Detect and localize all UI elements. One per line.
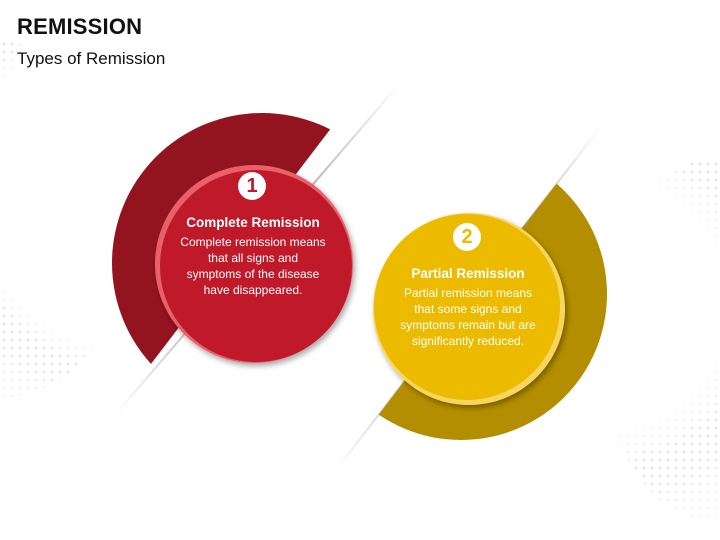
item-description: Partial remission means that some signs … (400, 286, 536, 348)
number-badge-2: 2 (453, 223, 481, 251)
item-card-1: Complete Remission Complete remission me… (172, 215, 334, 298)
item-card-2: Partial Remission Partial remission mean… (387, 266, 549, 349)
item-description: Complete remission means that all signs … (180, 235, 326, 297)
slide-subtitle: Types of Remission (17, 49, 166, 68)
gold-inner-circle (374, 214, 560, 400)
number-badge-1: 1 (238, 172, 266, 200)
item-heading: Partial Remission (411, 266, 525, 281)
item-heading: Complete Remission (186, 215, 320, 230)
red-inner-circle (160, 170, 352, 362)
slide-title: REMISSION (17, 14, 143, 39)
